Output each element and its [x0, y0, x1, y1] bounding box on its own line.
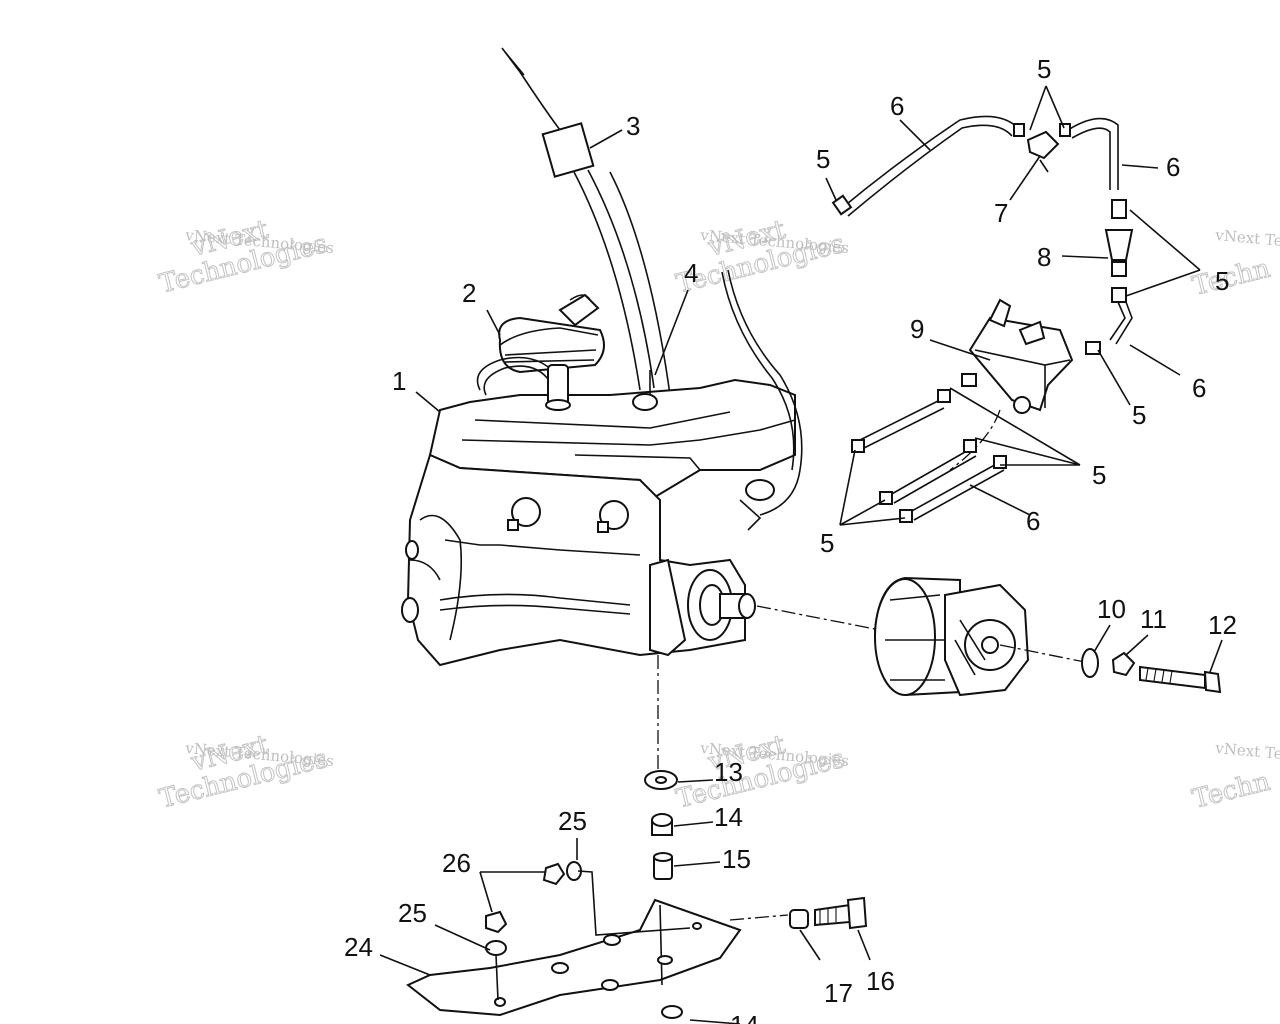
- callout-6: 6: [1192, 373, 1206, 403]
- callout-2: 2: [462, 278, 476, 308]
- callout-4: 4: [684, 258, 698, 288]
- callout-24: 24: [344, 932, 373, 962]
- callout-5: 5: [1132, 400, 1146, 430]
- callout-25: 25: [398, 898, 427, 928]
- mount-hardware: [406, 655, 868, 1019]
- drive-clutch: [756, 576, 1222, 697]
- callout-13: 13: [714, 757, 743, 787]
- callout-17: 17: [824, 978, 853, 1008]
- callout-12: 12: [1208, 610, 1237, 640]
- watermark-text: vNext Te: [1214, 226, 1280, 250]
- callout-5: 5: [1037, 54, 1051, 84]
- callout-5: 5: [1092, 460, 1106, 490]
- callout-6: 6: [1166, 152, 1180, 182]
- callout-5: 5: [816, 144, 830, 174]
- watermark-group: vNext Technologies vNext Technologies vN…: [156, 214, 1280, 815]
- callout-7: 7: [994, 198, 1008, 228]
- callout-26: 26: [442, 848, 471, 878]
- callout-25: 25: [558, 806, 587, 836]
- callout-1: 1: [392, 366, 406, 396]
- throttle-cable: [501, 47, 671, 396]
- ignition-coil: [476, 293, 605, 396]
- leader-lines: [379, 85, 1223, 1024]
- callouts: 1 2 3 4 5 5 5 5 5 5 6 6 6 6 7 8 9 10 11 …: [344, 54, 1237, 1024]
- callout-9: 9: [910, 314, 924, 344]
- callout-6: 6: [890, 91, 904, 121]
- engine-block: [401, 269, 803, 667]
- callout-5: 5: [1215, 266, 1229, 296]
- watermark-big: Techn: [1189, 767, 1273, 815]
- callout-15: 15: [722, 844, 751, 874]
- callout-16: 16: [866, 966, 895, 996]
- watermark-text: vNext Te: [1214, 739, 1280, 763]
- callout-14: 14: [714, 802, 743, 832]
- fuel-system: [831, 115, 1134, 523]
- callout-10: 10: [1097, 594, 1126, 624]
- callout-6: 6: [1026, 506, 1040, 536]
- callout-5: 5: [820, 528, 834, 558]
- watermark-big: Techn: [1189, 254, 1273, 302]
- callout-11: 11: [1140, 604, 1167, 634]
- callout-8: 8: [1037, 242, 1051, 272]
- callout-14: 14: [730, 1010, 759, 1024]
- callout-3: 3: [626, 111, 640, 141]
